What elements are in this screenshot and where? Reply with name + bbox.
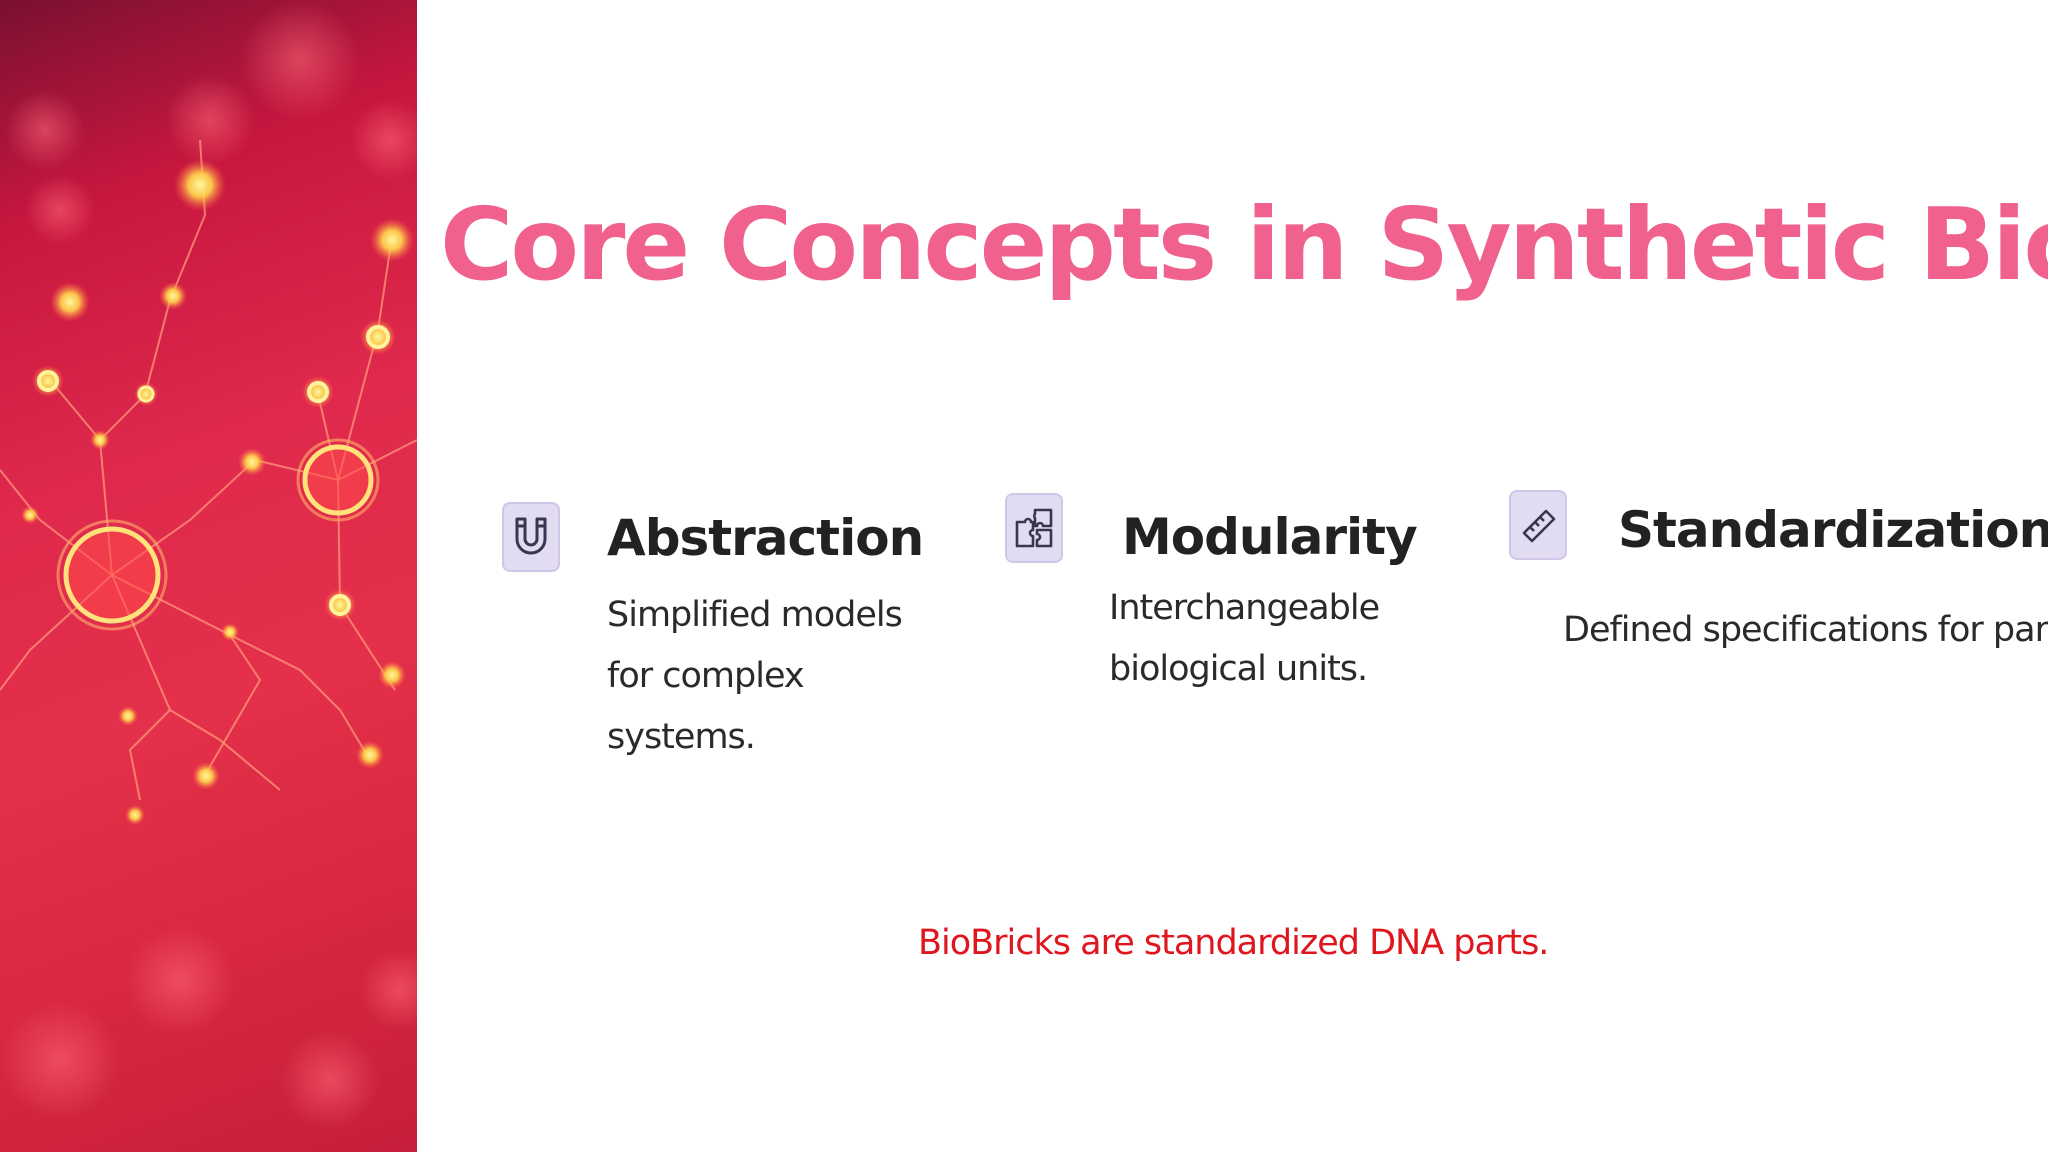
concept-heading: Abstraction (607, 509, 924, 567)
concept-icon-box (1005, 493, 1063, 563)
biobricks-note: BioBricks are standardized DNA parts. (918, 923, 1549, 963)
concept-heading: Standardization (1618, 501, 2048, 559)
concept-description: Simplified models for complex systems. (607, 595, 903, 757)
concept-icon-box (1509, 490, 1567, 560)
concept-description: Defined specifications for parts. (1563, 610, 2048, 650)
neural-network-image (0, 0, 417, 1152)
ruler-icon (1522, 509, 1556, 543)
slide-title: Core Concepts in Synthetic Biology (440, 186, 2048, 303)
magnet-icon (515, 517, 547, 555)
concept-heading: Modularity (1122, 508, 1418, 566)
concept-icon-box (502, 502, 560, 572)
puzzle-icon (1015, 508, 1053, 548)
neural-network-graphic (0, 0, 417, 1130)
concept-description: Interchangeable biological units. (1109, 588, 1380, 689)
